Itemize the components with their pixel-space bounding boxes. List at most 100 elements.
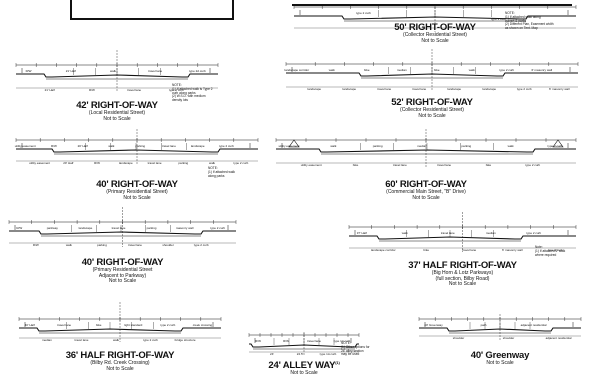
dimension-label: walk (508, 144, 515, 148)
note-line: NOTE: (172, 83, 182, 87)
section-subtitle: Not to Scale (418, 112, 446, 119)
dimension-label: bike (353, 163, 359, 167)
dimension-label: 24' (270, 352, 274, 356)
section-title-text: 40' Greenway (470, 350, 530, 361)
section-subtitle: Not to Scale (108, 278, 137, 285)
dimension-label: travel lane (437, 163, 451, 167)
dimension-label: type 2 curb (525, 163, 540, 167)
note-line: may be used (341, 352, 360, 357)
dimension-label: type 2 curb (548, 144, 563, 148)
dimension-label: median (417, 144, 427, 148)
section-subtitle: (full section, Bilby Road) (435, 275, 490, 282)
dimension-label: type 1A curb (334, 339, 351, 343)
note-line: NOTE: (505, 11, 515, 15)
dimension-label: walk (330, 144, 337, 148)
section-subtitle: Not to Scale (290, 370, 318, 376)
section-title-text: 42' RIGHT-OF-WAY (76, 100, 158, 111)
dimension-label: 21' Half (45, 88, 55, 92)
dimension-label: travel lane (162, 144, 176, 148)
dimension-label: parking (147, 226, 157, 230)
dimension-label: travel lane (112, 226, 126, 230)
section-subtitle: Not to Scale (486, 360, 514, 366)
dimension-label: 40' Half (25, 323, 35, 327)
dimension-label: type 2 curb (169, 88, 184, 92)
dimension-label: 37' Half (357, 231, 367, 235)
section-subtitle: (Primary Residential Street) (106, 189, 168, 195)
footnote-marker: (1) (335, 360, 340, 365)
dimension-label: parking (97, 243, 107, 247)
dimension-label: R/W (89, 88, 95, 92)
section-title: 40' Greenway (415, 350, 585, 361)
dimension-label: light standard (124, 323, 142, 327)
section-note: NOTE:(1) Other options for 24' alley sec… (341, 341, 370, 357)
section-title: 60' RIGHT-OF-WAY (272, 179, 580, 190)
dimension-label: 20' Half (63, 161, 73, 165)
dimension-label: path (481, 323, 487, 327)
dimension-label: 22.5' (297, 352, 304, 356)
dimension-label: travel lane (393, 163, 407, 167)
top-section-line (292, 4, 572, 6)
section-title-text: 50' RIGHT-OF-WAY (394, 22, 476, 33)
section-subtitle: (Bilby Rd. Creek Crossing) (90, 360, 150, 366)
dimension-label: type 2 curb (194, 243, 209, 247)
dimension-label: travel lane (441, 231, 455, 235)
dimension-label: walk (469, 68, 476, 72)
section-subtitle: (Local Residential Street) (88, 110, 146, 116)
section-subtitle: Not to Scale (106, 365, 134, 372)
cross-section-drawing: landscape corridorlandscapewalklandscape… (284, 49, 579, 91)
dimension-label: landscape (447, 87, 461, 91)
section-subtitle: (Commercial Main Street, "B" Drive) (386, 189, 466, 195)
note-line: (1) Other options for (341, 344, 370, 349)
note-line: 24' alley section (341, 348, 364, 353)
dimension-label: type 2 curb (526, 231, 541, 235)
warning-triangle-icon (288, 139, 300, 148)
dimension-label: 6' masonry wall (549, 87, 570, 91)
section-subtitle: Not to Scale (421, 37, 449, 44)
dimension-label: parking (135, 144, 145, 148)
dimension-label: bike (486, 163, 492, 167)
dimension-label: landscape (191, 144, 205, 148)
section-title-text: 36' HALF RIGHT-OF-WAY (65, 350, 175, 361)
dimension-label: parkway (47, 226, 59, 230)
note-line: (1) If attached 6' walk (535, 248, 566, 253)
dimension-label: utility easement (301, 163, 322, 167)
section-subtitle: (Collector Residential Street) (403, 32, 467, 38)
section-note: NOTE:(1) If attached walk along parks (208, 166, 235, 178)
dimension-label: median (397, 68, 407, 72)
section-note: Note:(1) If attached 6' walk where requi… (535, 245, 566, 257)
dimension-label: landscape corridor (371, 248, 396, 252)
dimension-label: 40' Greenway (424, 323, 443, 327)
dimension-label: parking (461, 144, 471, 148)
dimension-label: parking (373, 144, 383, 148)
dimension-label: type 2 curb (356, 11, 371, 15)
dimension-label: R/W (16, 226, 22, 230)
section-title-text: 60' RIGHT-OF-WAY (385, 179, 467, 190)
dimension-label: type 2 curb (517, 87, 532, 91)
section-subtitle: Not to Scale (123, 194, 151, 201)
section-subtitle: Not to Scale (448, 281, 477, 288)
note-line: NOTE: (208, 166, 218, 170)
dimension-label: 6' masonry wall (531, 68, 552, 72)
section-title-text: 52' RIGHT-OF-WAY (391, 97, 473, 108)
dimension-label: 21' Half (66, 69, 76, 73)
dimension-label: shoulder (453, 336, 465, 340)
section-title-text: 40' RIGHT-OF-WAY (96, 179, 178, 190)
note-line: NOTE: (341, 341, 351, 345)
section-title: 50' RIGHT-OF-WAY (290, 22, 580, 33)
dimension-label: parking (178, 161, 188, 165)
dimension-label: bike (423, 248, 429, 252)
